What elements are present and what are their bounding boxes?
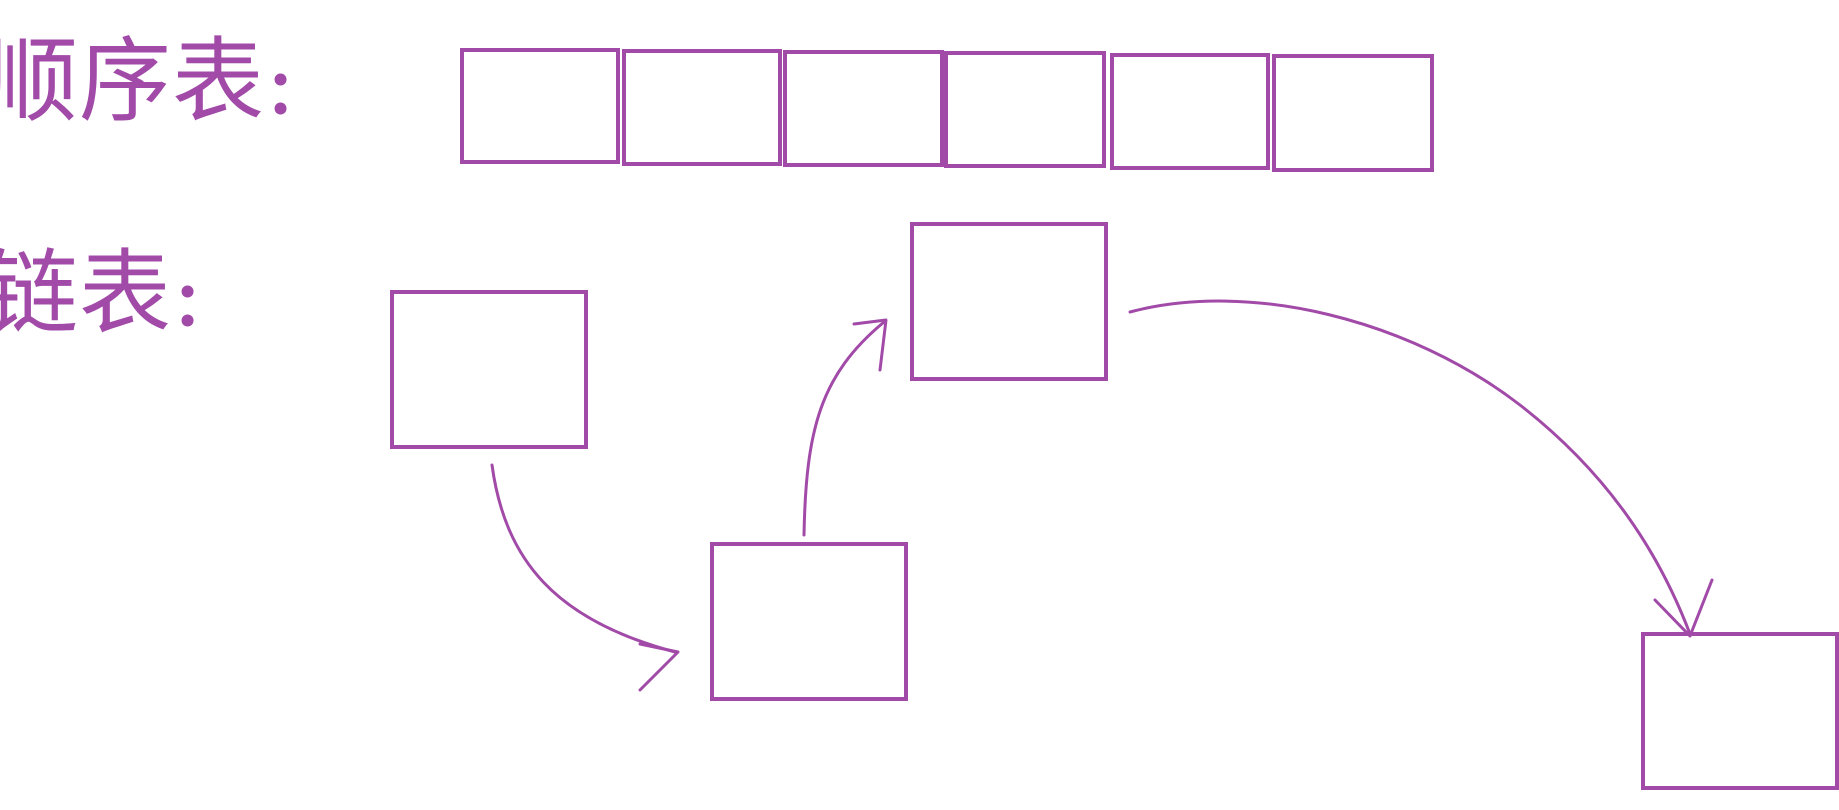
link-arrow-2-to-3 — [802, 320, 886, 537]
linked-list — [390, 222, 1839, 790]
link-arrow-1-to-2 — [490, 463, 677, 654]
linked-node-1 — [390, 290, 588, 449]
arrowhead-icon — [852, 318, 888, 372]
array-cell — [1272, 54, 1434, 172]
sequential-list-array — [460, 48, 1434, 172]
linked-node-3 — [910, 222, 1108, 381]
linked-list-label: 链表: — [0, 240, 204, 347]
linked-node-4 — [1641, 632, 1839, 790]
sequential-list-label: 顺序表: — [0, 28, 297, 135]
link-arrow-3-to-4 — [1128, 299, 1692, 636]
arrowhead-icon — [1653, 578, 1714, 638]
linked-node-2 — [710, 542, 908, 701]
array-cell — [783, 50, 944, 167]
array-cell — [622, 49, 782, 166]
arrowhead-icon — [638, 642, 680, 692]
array-cell — [1110, 53, 1270, 170]
array-cell — [944, 51, 1106, 168]
array-cell — [460, 48, 620, 164]
